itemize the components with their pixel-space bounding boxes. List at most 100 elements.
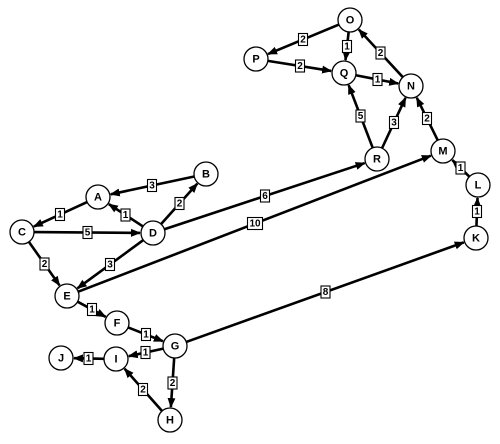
nodes-layer: O P Q N M R B A C D L K E F G J I H: [9, 7, 491, 433]
weight-label: 2: [378, 48, 384, 59]
node-N: N: [398, 73, 424, 99]
weight-label: 1: [344, 42, 350, 53]
node-F: F: [104, 310, 130, 336]
weight-box: [375, 46, 386, 60]
weight-label: 10: [249, 219, 261, 230]
edge-weight-C-D: 5: [82, 225, 93, 240]
weight-label: 2: [424, 114, 430, 125]
edge-weight-D-B: 2: [174, 196, 185, 211]
node-circle: [162, 333, 188, 359]
node-label: J: [58, 353, 64, 365]
edge-weight-D-R: 6: [259, 189, 271, 203]
node-circle: [157, 407, 183, 433]
node-label: O: [346, 15, 355, 27]
weight-label: 2: [42, 259, 48, 270]
node-circle: [337, 7, 363, 33]
node-A: A: [85, 184, 111, 210]
edge-weight-B-A: 3: [146, 178, 158, 193]
weight-box: [355, 109, 366, 123]
weight-box: [167, 376, 178, 390]
weight-label: 5: [85, 228, 91, 239]
weight-label: 8: [323, 287, 329, 298]
edge-weight-N-O: 2: [375, 46, 386, 60]
node-label: D: [149, 228, 157, 240]
node-circle: [430, 138, 456, 164]
node-K: K: [463, 225, 489, 251]
node-circle: [398, 73, 424, 99]
weight-box: [104, 257, 116, 272]
weight-box: [82, 225, 93, 240]
node-label: L: [475, 180, 482, 192]
weight-box: [259, 189, 271, 203]
weight-box: [86, 302, 98, 317]
weight-label: 3: [107, 260, 113, 271]
node-label: P: [252, 54, 259, 66]
edge-weight-E-F: 1: [86, 302, 98, 317]
node-label: G: [171, 341, 180, 353]
weight-box: [146, 178, 158, 193]
weight-box: [471, 204, 483, 219]
edge-weight-G-I: 1: [140, 345, 151, 360]
weight-label: 5: [358, 111, 364, 122]
node-I: I: [103, 346, 129, 372]
weight-label: 1: [375, 75, 381, 86]
node-circle: [465, 172, 491, 198]
weight-box: [455, 161, 466, 175]
node-circle: [140, 220, 166, 246]
weight-box: [372, 72, 383, 87]
edge-weight-L-M: 1: [455, 161, 466, 175]
weight-box: [421, 111, 433, 126]
node-circle: [331, 60, 357, 86]
weight-label: 2: [300, 35, 306, 46]
node-H: H: [157, 407, 183, 433]
node-P: P: [243, 46, 269, 72]
weight-box: [83, 351, 94, 366]
edge-weight-I-J: 1: [83, 351, 94, 366]
weight-label: 3: [391, 118, 397, 129]
node-circle: [103, 346, 129, 372]
node-label: B: [202, 169, 210, 181]
node-O: O: [337, 7, 363, 33]
edge-weight-O-P: 2: [297, 32, 309, 47]
weight-label: 1: [57, 210, 63, 221]
edge-weight-G-H: 2: [167, 376, 178, 390]
weight-box: [297, 32, 309, 47]
edge-weight-Q-N: 1: [372, 72, 383, 87]
weight-box: [54, 207, 66, 222]
node-label: C: [18, 227, 26, 239]
weight-box: [388, 115, 400, 130]
weight-box: [294, 59, 306, 73]
weight-box: [320, 285, 331, 299]
node-E: E: [54, 283, 80, 309]
edge-weight-A-C: 1: [54, 207, 66, 222]
edge-weight-R-Q: 5: [355, 109, 366, 123]
node-C: C: [9, 219, 35, 245]
edge-weight-M-N: 2: [421, 111, 433, 126]
weight-label: 1: [89, 305, 95, 316]
node-J: J: [48, 345, 74, 371]
node-label: H: [166, 415, 174, 427]
node-label: M: [438, 146, 447, 158]
edge-weight-D-A: 1: [120, 208, 131, 222]
node-R: R: [364, 146, 390, 172]
weight-box: [341, 39, 353, 54]
node-circle: [364, 146, 390, 172]
node-D: D: [140, 220, 166, 246]
weight-box: [246, 216, 264, 231]
node-label: Q: [340, 68, 349, 80]
weight-label: 1: [143, 348, 149, 359]
edge-weight-P-Q: 2: [294, 59, 306, 73]
node-label: N: [407, 81, 415, 93]
weight-label: 3: [149, 181, 155, 192]
edge-weight-O-Q: 1: [341, 39, 353, 54]
node-label: I: [114, 354, 117, 366]
node-label: K: [472, 233, 480, 245]
node-G: G: [162, 333, 188, 359]
node-L: L: [465, 172, 491, 198]
node-label: R: [373, 154, 381, 166]
edge-weight-K-L: 1: [471, 204, 483, 219]
node-label: E: [63, 291, 70, 303]
node-label: A: [94, 192, 102, 204]
